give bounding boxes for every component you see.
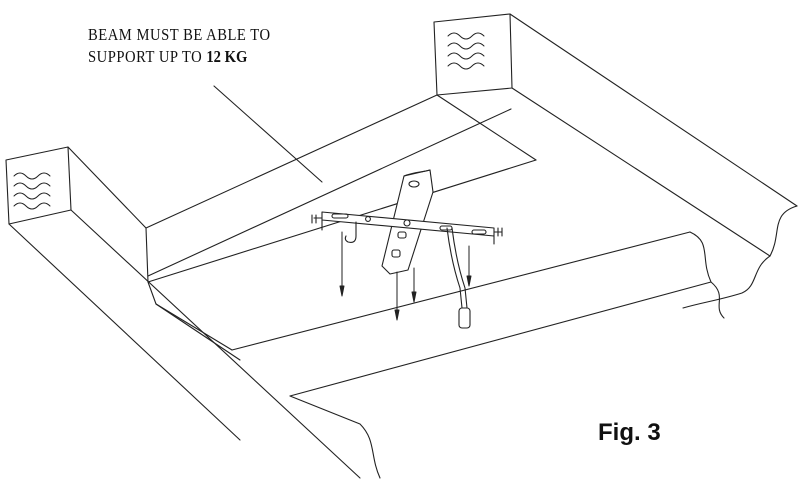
wood-grain-icon: [13, 32, 485, 210]
cross-beam: [145, 94, 537, 283]
mounting-bracket: [311, 169, 503, 275]
note-line-1: BEAM MUST BE ABLE TO: [88, 25, 271, 44]
ceiling-hook: [344, 221, 357, 243]
right-beam-bottom-edge: [436, 94, 537, 161]
lower-beam: [155, 231, 725, 479]
lower-beam-bottom-edge: [289, 281, 712, 397]
left-beam: [5, 146, 361, 479]
cross-beam-near-left: [145, 227, 149, 283]
cross-beam-front-edge: [147, 108, 512, 277]
lower-beam-upper-left: [155, 303, 233, 351]
lower-beam-top-edge: [231, 231, 691, 351]
left-beam-bottom-edge: [8, 223, 241, 441]
figure-label: Fig. 3: [598, 419, 661, 446]
right-beam-side-edge: [511, 87, 771, 257]
note-line-2-prefix: SUPPORT UP TO: [88, 47, 203, 66]
note-max-weight: 12 KG: [206, 47, 248, 66]
callout-leader-line: [213, 85, 323, 183]
left-beam-top-edge: [67, 146, 147, 229]
note-line-2: SUPPORT UP TO 12 KG: [88, 46, 271, 68]
lower-beam-break-edge: [689, 231, 725, 319]
ground-wire: [446, 227, 471, 329]
right-beam-top-edge: [509, 13, 798, 207]
lower-beam-near-break: [289, 395, 381, 479]
right-beam-break-edge: [682, 205, 798, 309]
mounting-screws: [339, 231, 472, 321]
right-beam: [433, 13, 798, 309]
cross-beam-top-edge: [145, 94, 438, 229]
beam-load-note: BEAM MUST BE ABLE TO SUPPORT UP TO 12 KG: [88, 24, 300, 68]
